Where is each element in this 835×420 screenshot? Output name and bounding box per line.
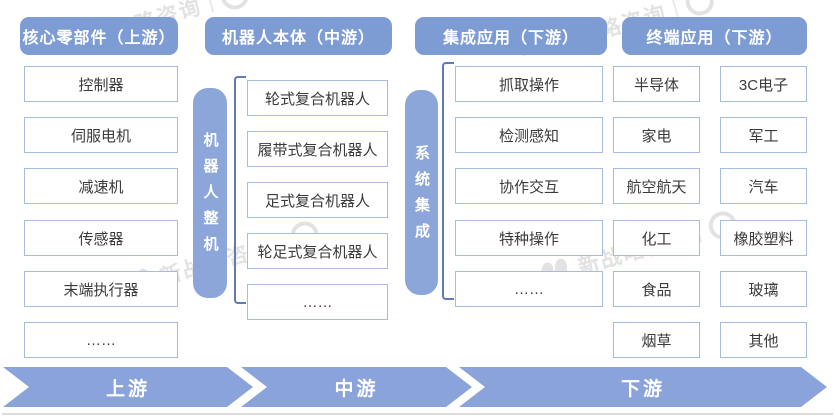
header-terminal-apps-downstream: 终端应用（下游） bbox=[622, 17, 807, 55]
bracket-integration bbox=[442, 62, 454, 300]
box-ellipsis-components: …… bbox=[24, 322, 178, 358]
box-reducer: 减速机 bbox=[24, 168, 178, 204]
box-special-operation: 特种操作 bbox=[455, 220, 603, 256]
box-food: 食品 bbox=[613, 271, 700, 307]
arrow-midstream: 中游 bbox=[241, 367, 472, 407]
arrow-upstream-label: 上游 bbox=[105, 378, 150, 400]
box-glass: 玻璃 bbox=[720, 271, 807, 307]
watermark-circle-icon bbox=[217, 0, 253, 13]
arrow-downstream-label: 下游 bbox=[620, 378, 665, 400]
box-servo-motor: 伺服电机 bbox=[24, 117, 178, 153]
arrow-upstream: 上游 bbox=[3, 367, 253, 407]
box-controller: 控制器 bbox=[24, 66, 178, 102]
box-inspection-perception: 检测感知 bbox=[455, 117, 603, 153]
vertical-bar-robot-assembly: 机器人整机 bbox=[193, 88, 227, 298]
box-automotive: 汽车 bbox=[720, 168, 807, 204]
box-ellipsis-robots: …… bbox=[247, 284, 388, 320]
bottom-divider bbox=[2, 413, 833, 415]
header-robot-body-midstream: 机器人本体（中游） bbox=[205, 17, 392, 55]
box-sensor: 传感器 bbox=[24, 220, 178, 256]
box-tobacco: 烟草 bbox=[613, 322, 700, 358]
box-others: 其他 bbox=[720, 322, 807, 358]
vertical-bar-system-integration: 系统集成 bbox=[405, 90, 438, 295]
box-military: 军工 bbox=[720, 117, 807, 153]
box-wheel-legged-composite-robot: 轮足式复合机器人 bbox=[247, 233, 388, 269]
arrow-downstream: 下游 bbox=[459, 367, 827, 407]
box-grasping-operation: 抓取操作 bbox=[455, 66, 603, 102]
box-chemical: 化工 bbox=[613, 220, 700, 256]
box-aerospace: 航空航天 bbox=[613, 168, 700, 204]
box-ellipsis-integration: …… bbox=[455, 271, 603, 307]
box-rubber-plastics: 橡胶塑料 bbox=[720, 220, 807, 256]
box-semiconductor: 半导体 bbox=[613, 66, 700, 102]
box-home-appliance: 家电 bbox=[613, 117, 700, 153]
box-legged-composite-robot: 足式复合机器人 bbox=[247, 182, 388, 218]
arrow-midstream-label: 中游 bbox=[334, 378, 379, 400]
box-collaborative-interaction: 协作交互 bbox=[455, 168, 603, 204]
box-wheeled-composite-robot: 轮式复合机器人 bbox=[247, 80, 388, 116]
bracket-robot-body bbox=[234, 76, 246, 304]
watermark-circle-icon bbox=[682, 0, 718, 19]
box-end-effector: 末端执行器 bbox=[24, 271, 178, 307]
header-integrated-apps-downstream: 集成应用（下游） bbox=[415, 17, 607, 55]
box-3c-electronics: 3C电子 bbox=[720, 66, 807, 102]
watermark-separator: | bbox=[204, 0, 219, 14]
header-core-components-upstream: 核心零部件（上游） bbox=[20, 17, 178, 55]
box-tracked-composite-robot: 履带式复合机器人 bbox=[247, 131, 388, 167]
